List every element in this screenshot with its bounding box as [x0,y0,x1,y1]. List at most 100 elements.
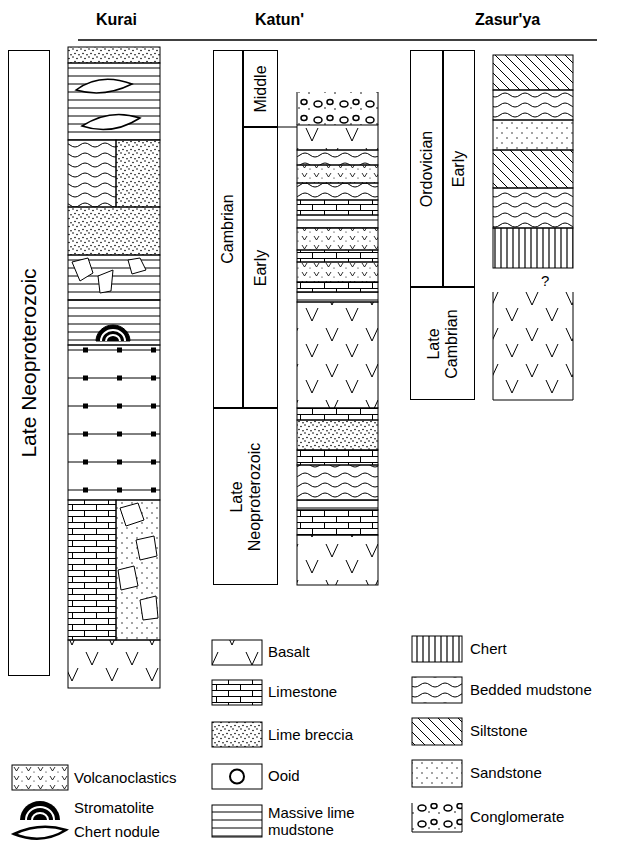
legend-swatches [12,765,68,790]
kurai-section [68,140,116,207]
legend-text: Stromatolite [74,799,154,816]
legend-text: Basalt [268,643,310,660]
age-box: Late Neoproterozoic [8,50,50,676]
kurai-section [82,114,140,129]
period-box: Cambrian [213,50,243,408]
kurai-section [116,140,160,207]
katun-section [297,183,378,200]
zasurya-section [493,150,573,188]
period-label: Early [450,69,468,269]
legend-text: Sandstone [470,764,542,781]
legend-swatches [26,807,54,820]
epoch-box: Middle [243,50,278,127]
kurai-section [68,207,160,255]
period-label: Late Cambrian [425,299,460,389]
kurai-section [76,79,132,93]
legend-swatches [212,640,262,665]
section-name: Katun' [255,11,304,29]
period-box: Ordovician [410,50,443,287]
age-box: Late Cambrian [410,287,475,400]
legend-swatches [212,805,262,837]
katun-section [297,408,378,420]
kurai-section [116,500,160,640]
kurai-section [120,503,144,526]
legend-swatches [20,801,60,820]
legend-text: Chert nodule [74,823,160,840]
zasurya-section [493,90,573,120]
katun-section [297,92,378,585]
correlation-line [278,127,297,128]
kurai-section [68,63,160,140]
kurai-section [101,330,125,341]
period-label: Cambrian [219,79,237,379]
legend-text: Lime breccia [268,726,353,743]
period-label: Late Neoproterozoic [17,213,40,513]
katun-section [297,510,378,535]
period-label: Middle [252,54,270,124]
legend-text: Volcanoclastics [74,769,177,786]
kurai-section [68,255,160,300]
legend-swatches [412,803,462,832]
legend-text: Siltstone [470,722,528,739]
legend-swatches [212,680,262,705]
period-label: Early [252,168,270,368]
kurai-section [140,596,158,620]
katun-section [297,500,378,510]
period-label: Ordovician [418,69,436,269]
legend-swatches [212,764,262,789]
legend-swatches [212,722,262,747]
legend-text: Chert [470,640,507,657]
katun-section [297,420,378,450]
katun-section [297,302,378,408]
katun-section [297,215,378,228]
kurai-section [96,325,130,341]
kurai-section [98,270,113,293]
legend-swatches [412,677,462,703]
katun-section [297,150,378,165]
legend-swatches [412,636,462,662]
kurai-section [68,345,160,500]
katun-section [297,200,378,215]
katun-section [297,250,378,262]
kurai-section [128,258,146,274]
legend-swatches [230,770,244,784]
kurai-section [136,536,157,560]
kurai-section [68,300,160,345]
legend-text: Bedded mudstone [470,681,592,698]
legend-text: Limestone [268,683,337,700]
age-box: Late Neoproterozoic [213,408,278,585]
zasurya-section [493,292,573,400]
kurai-section [68,500,116,640]
legend-swatches [12,636,462,839]
zasurya-section [493,228,573,268]
katun-section [297,282,378,292]
section-name: Zasur'ya [475,11,540,29]
zasurya-section [493,120,573,150]
katun-section [297,262,378,282]
katun-section [297,465,378,500]
katun-section [297,450,378,465]
katun-section [297,535,378,585]
legend-swatches [412,760,462,787]
kurai-section [118,566,138,590]
kurai-section [68,640,160,688]
kurai-section [106,335,120,341]
section-name: Kurai [96,11,137,29]
legend-text: Massive lime mudstone [268,804,378,839]
legend-swatches [412,718,462,745]
legend-swatches [412,803,462,832]
legend-text: Conglomerate [470,808,564,825]
katun-section [297,92,378,125]
epoch-box: Early [243,127,278,408]
period-label: Late Neoproterozoic [228,429,263,564]
katun-section [297,165,378,183]
zasurya-section [493,292,573,400]
legend-text: Ooid [268,767,300,784]
katun-section [297,92,378,125]
header-rule [78,39,597,41]
legend-swatches [32,813,48,820]
kurai-section [68,47,160,688]
epoch-box: Early [443,50,475,287]
legend-swatches [14,827,66,839]
